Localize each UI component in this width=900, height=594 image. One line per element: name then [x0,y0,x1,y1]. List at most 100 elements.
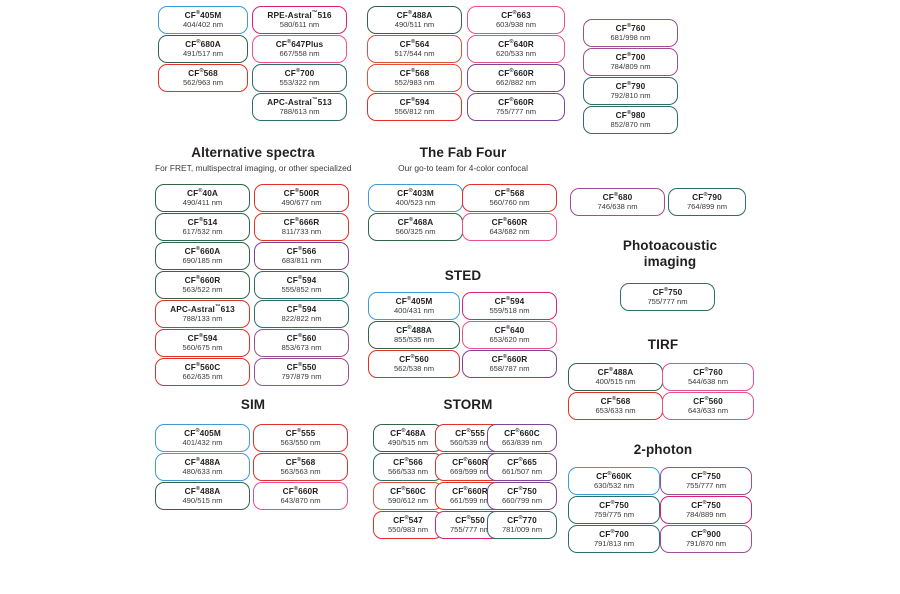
dye-wavelengths: 661/599 nm [449,496,491,506]
registered-mark: ® [196,39,201,46]
registered-mark: ® [502,217,508,224]
section-title-photoacoustic: Photoacoustic imaging [622,238,718,269]
dye-name: CF®660R [452,456,488,467]
dye-name: CF®594 [399,96,430,107]
dye-wavelengths: 791/813 nm [593,539,635,549]
dye-wavelengths: 661/507 nm [501,467,543,477]
dye-name: CF®680 [602,191,633,202]
registered-mark: ® [502,354,508,361]
section-title-sted: STED [444,268,482,283]
registered-mark: ® [703,192,708,199]
dye-name: CF®660R [498,67,534,78]
dye-name: CF®566 [393,456,423,467]
dye-wavelengths: 491/517 nm [182,49,224,59]
dye-wavelengths: 563/563 nm [280,467,321,477]
registered-mark: ® [509,97,514,104]
dye-name: CF®594 [187,332,218,343]
dye-name: CF®660A [184,245,221,256]
dye-name: CF®750 [652,286,683,297]
registered-mark: ® [466,515,471,522]
dye-name: CF®760 [615,22,646,33]
dye-name: CF®790 [615,80,646,91]
registered-mark: ® [296,457,302,464]
dye-wavelengths: 792/810 nm [610,91,651,101]
dye-name: CF®980 [615,109,646,120]
registered-mark: ® [702,500,707,507]
dye-wavelengths: 667/558 nm [279,49,320,59]
dye-name: CF®547 [393,514,423,525]
dye-wavelengths: 788/613 nm [279,107,320,117]
